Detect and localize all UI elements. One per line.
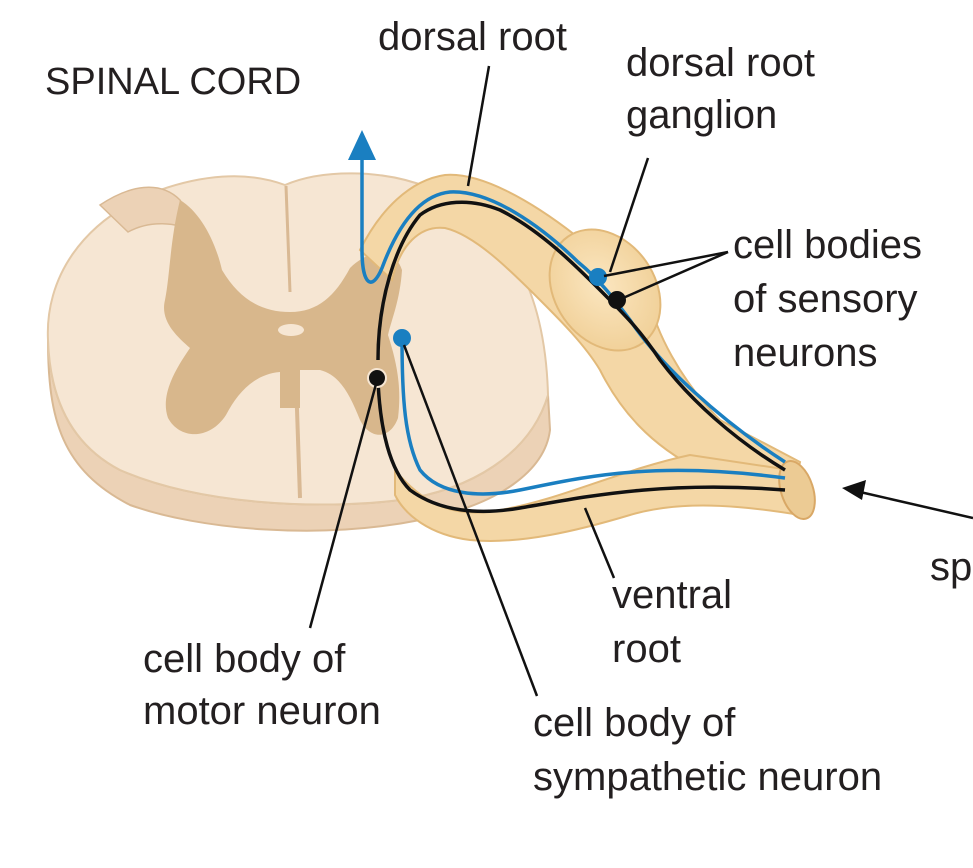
label-sensory-3: neurons [733,331,878,375]
leader-sensory-2 [622,250,729,300]
label-spinal-nerve-partial: sp [930,545,972,589]
labels: SPINAL CORD dorsal root dorsal root gang… [45,15,972,799]
label-motor-1: cell body of [143,637,346,681]
leader-dorsal-root [466,65,491,187]
spinal-cord-section [46,172,552,532]
leader-sympathetic [402,344,539,697]
spinal-nerve-arrow-head [842,480,866,500]
sensory-cell-body-black [608,291,626,309]
label-motor-2: motor neuron [143,689,381,733]
label-ventral-root-1: ventral [612,573,732,617]
label-sensory-1: cell bodies [733,223,922,267]
leader-motor [308,383,378,629]
motor-neuron-cell-body [367,368,387,388]
sensory-pathway-black [376,200,786,472]
neuron-pathways [348,130,786,514]
autonomic-pathway-blue [400,337,786,496]
label-sensory-2: of sensory [733,277,918,321]
label-dorsal-root-ganglion-1: dorsal root [626,41,815,85]
sensory-arrow-head [348,130,376,160]
label-sympathetic-1: cell body of [533,701,736,745]
spinal-nerve-cut-end [778,460,816,520]
central-canal [278,324,304,336]
label-dorsal-root: dorsal root [378,15,567,59]
leader-sensory-1 [603,250,729,278]
label-ventral-root-2: root [612,627,681,671]
sensory-cell-body-blue [589,268,607,286]
dorsal-root-shape [358,173,802,512]
title-spinal-cord: SPINAL CORD [45,61,301,103]
label-dorsal-root-ganglion-2: ganglion [626,93,777,137]
sensory-pathway-blue [360,142,786,464]
leader-spinal-nerve [859,490,973,520]
leader-ventral-root [583,507,616,579]
gray-matter [164,200,402,435]
dorsal-median-sulcus [284,185,292,293]
sympathetic-neuron-cell-body [393,329,411,347]
motor-pathway-black [376,379,786,514]
label-sympathetic-2: sympathetic neuron [533,755,882,799]
leader-lines [308,65,973,697]
leader-ganglion [608,157,650,273]
